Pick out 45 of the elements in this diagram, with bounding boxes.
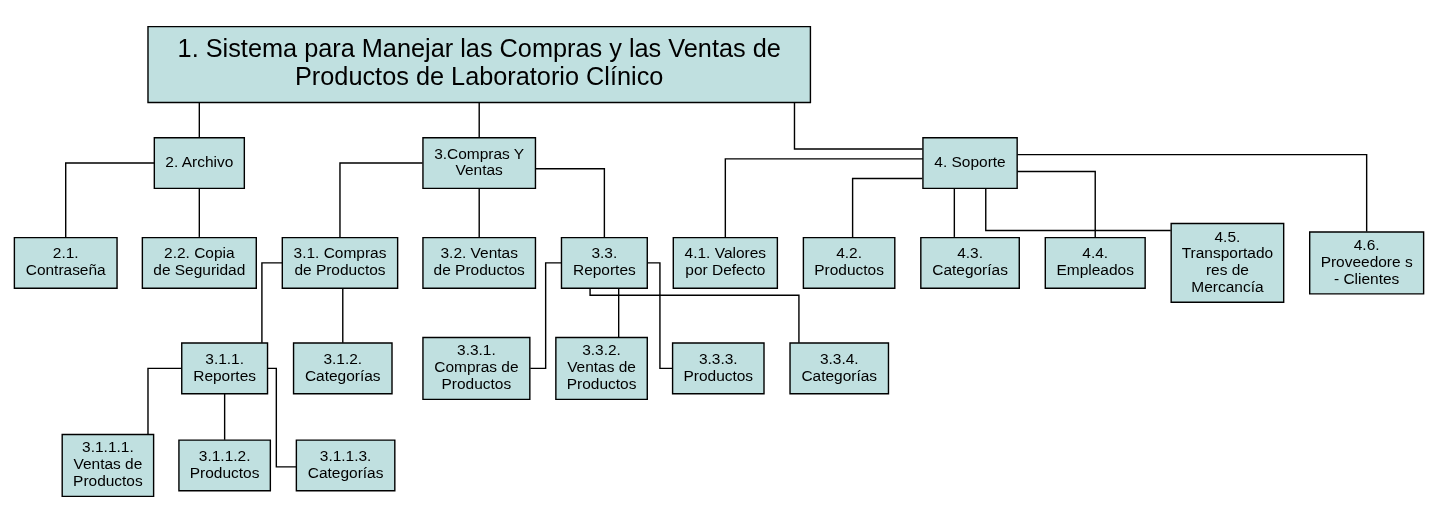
node-box: 4.5. Transportado res de Mercancía [1170,222,1285,303]
node-box: 4.4. Empleados [1044,236,1146,289]
node-box: 3.1.1.1. Ventas de Productos [61,433,155,497]
node-box: 2. Archivo [153,136,246,189]
connector [589,287,800,343]
connector [478,101,480,138]
node-box: 4.2. Productos [802,236,896,289]
connector [342,287,344,343]
node-box: 3.1. Compras de Productos [281,236,399,289]
connector [724,157,924,238]
node-box: 3.1.1.3. Categorías [295,438,396,491]
connector [261,261,283,344]
node-box: 3.2. Ventas de Productos [422,236,537,289]
connector [793,101,924,150]
node-box: 3.3.1. Compras de Productos [422,336,531,400]
node-box: 2.1. Contraseña [13,236,118,289]
node-box: 4.6. Proveedore s - Clientes [1309,230,1425,295]
node-box: 3.1.2. Categorías [292,341,393,394]
connector [1016,170,1096,238]
node-box: 1. Sistema para Manejar las Compras y las Ventas de Productos de Laboratorio Clínico [147,25,812,103]
connector [147,367,183,435]
node-box: 4.3. Categorías [920,236,1020,289]
node-box: 3.1.1. Reportes [181,341,269,394]
connector [223,392,226,440]
connector [198,187,201,238]
connector [534,167,606,238]
connector [478,187,480,238]
connector [339,161,424,238]
node-box: 3.3. Reportes [560,236,648,289]
node-box: 4. Soporte [922,136,1018,189]
node-box: 3.1.1.2. Productos [178,438,272,491]
node-box: 3.3.3. Productos [671,341,765,394]
connector [65,161,155,238]
node-box: 4.1. Valores por Defecto [672,236,779,289]
node-box: 3.Compras Y Ventas [422,136,537,189]
connector [646,261,673,369]
connector [617,287,620,338]
node-box: 3.3.2. Ventas de Productos [555,336,648,400]
node-box: 3.3.4. Categorías [789,341,890,394]
connector [198,101,201,138]
connector [985,187,1172,231]
node-box: 2.2. Copia de Seguridad [141,236,257,289]
connector [851,177,923,238]
connector [953,187,956,238]
connector [1016,153,1368,232]
